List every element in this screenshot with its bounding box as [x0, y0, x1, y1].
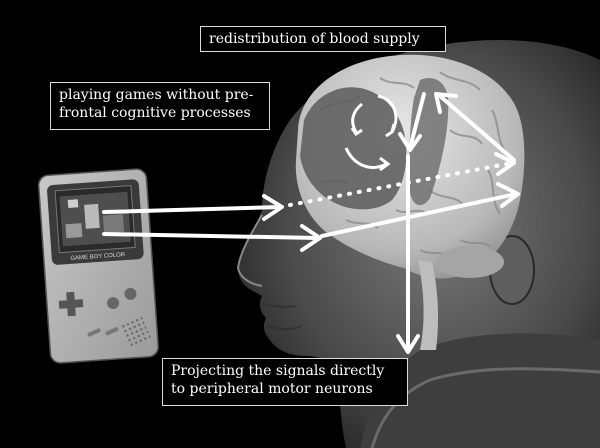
game-device: GAME BOY COLOR	[37, 168, 159, 364]
dpad-icon	[58, 291, 84, 317]
arrows	[102, 92, 520, 354]
label-playing-games: playing games without pre- frontal cogni…	[50, 82, 270, 130]
arrowhead-dotted-icon	[494, 152, 516, 176]
arrow-device-to-brain-upper	[102, 205, 282, 214]
label-projecting-line-2: to peripheral motor neurons	[171, 381, 373, 397]
arrowhead-lower-icon	[300, 224, 322, 252]
arrow-down-motor	[408, 92, 426, 150]
arrowhead-upper-icon	[262, 194, 284, 221]
arrowhead-up-icon	[434, 92, 458, 114]
b-button-icon	[107, 297, 120, 310]
arrowhead-motor-icon	[496, 182, 520, 208]
label-playing-line-2: frontal cognitive processes	[59, 105, 251, 121]
a-button-icon	[124, 287, 137, 300]
label-projecting-signals: Projecting the signals directly to perip…	[162, 358, 408, 406]
arrowhead-down-motor-icon	[398, 132, 422, 152]
arrow-device-to-brain-lower	[102, 232, 320, 240]
label-redistribution-text: redistribution of blood supply	[209, 31, 420, 47]
label-redistribution-blood-supply: redistribution of blood supply	[200, 26, 446, 52]
arrow-brain-to-motor-area	[320, 192, 518, 238]
circular-arrows-icon	[344, 94, 398, 172]
arrowhead-down-spinal-icon	[396, 334, 420, 354]
arrow-up-to-cortex	[438, 94, 516, 162]
label-projecting-line-1: Projecting the signals directly	[171, 363, 385, 379]
arrow-dotted-bypass	[288, 161, 514, 207]
device-brand: GAME BOY COLOR	[70, 252, 126, 262]
label-playing-line-1: playing games without pre-	[59, 87, 254, 103]
